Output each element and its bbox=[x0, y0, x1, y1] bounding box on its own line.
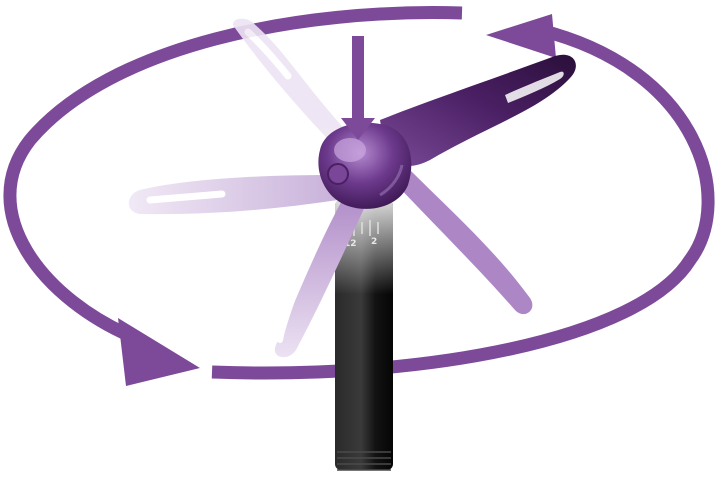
hub bbox=[318, 123, 411, 209]
rotation-arrowhead-left bbox=[118, 318, 200, 386]
scale-label-2: 2 bbox=[371, 237, 377, 247]
main-handle bbox=[380, 55, 576, 166]
rotation-arrowhead-right bbox=[486, 14, 556, 58]
ghost-handle-lower-right bbox=[392, 170, 532, 314]
ghost-handle-upper-left bbox=[233, 19, 350, 150]
ghost-handle-left bbox=[129, 175, 338, 214]
hub-button bbox=[328, 164, 348, 184]
hub-highlight bbox=[334, 138, 366, 162]
press-down-arrow-icon bbox=[341, 36, 375, 140]
